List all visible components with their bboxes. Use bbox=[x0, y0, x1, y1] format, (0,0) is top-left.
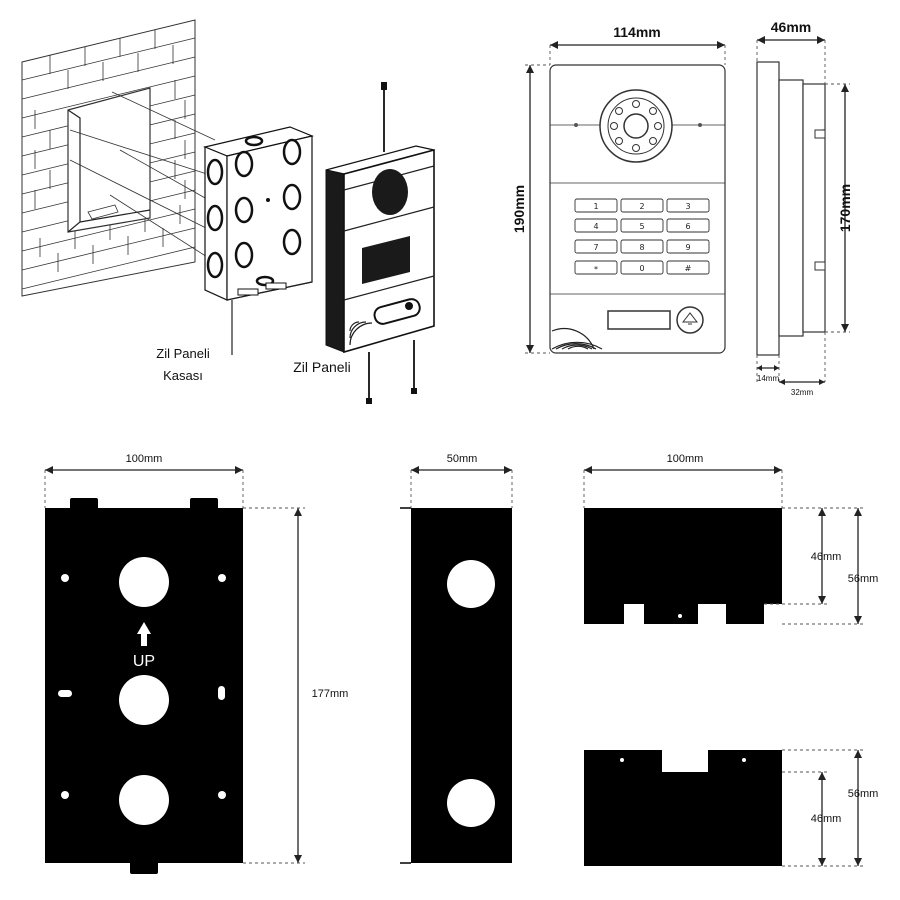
dim-side-depth: 46mm bbox=[771, 19, 811, 35]
dim-back-width: 100mm bbox=[126, 453, 163, 465]
key-0: 0 bbox=[639, 264, 644, 273]
dim-side-32: 32mm bbox=[791, 388, 814, 397]
bell-icon bbox=[681, 312, 699, 325]
front-view: 1 2 3 4 5 6 7 8 9 * 0 # bbox=[549, 64, 726, 354]
top-plate bbox=[584, 508, 782, 624]
dim-side-height: 170mm bbox=[837, 184, 853, 232]
top-plate-dimensions bbox=[583, 466, 865, 625]
key-9: 9 bbox=[685, 243, 690, 252]
bottom-plate bbox=[584, 750, 782, 866]
key-7: 7 bbox=[593, 243, 598, 252]
side-plate bbox=[400, 507, 512, 864]
dim-front-height: 190mm bbox=[511, 185, 527, 233]
brick-wall-illustration bbox=[21, 19, 231, 297]
back-box-illustration bbox=[203, 126, 314, 355]
side-dimension-lines bbox=[756, 36, 850, 385]
back-plate-dimensions bbox=[44, 466, 305, 864]
key-star: * bbox=[594, 265, 598, 274]
box-label-line2: Kasası bbox=[163, 368, 203, 383]
side-plate-dimensions bbox=[410, 466, 513, 508]
key-6: 6 bbox=[685, 222, 690, 231]
dim-top-plate-width: 100mm bbox=[667, 453, 704, 465]
dim-front-width: 114mm bbox=[613, 24, 660, 40]
key-4: 4 bbox=[593, 222, 598, 231]
dim-top-plate-56: 56mm bbox=[848, 573, 879, 585]
key-5: 5 bbox=[639, 222, 644, 231]
door-panel-illustration bbox=[325, 82, 435, 404]
keypad: 1 2 3 4 5 6 7 8 9 * 0 # bbox=[574, 198, 710, 275]
dim-bottom-plate-56: 56mm bbox=[848, 788, 879, 800]
up-label: UP bbox=[133, 653, 155, 670]
bottom-plate-dimensions bbox=[782, 749, 865, 867]
dim-top-plate-46: 46mm bbox=[811, 551, 842, 563]
dim-side-14: 14mm bbox=[757, 374, 780, 383]
key-1: 1 bbox=[593, 202, 598, 211]
dim-side-plate-width: 50mm bbox=[447, 453, 478, 465]
up-arrow-icon bbox=[137, 622, 151, 646]
dim-bottom-plate-46: 46mm bbox=[811, 813, 842, 825]
dim-back-height: 177mm bbox=[312, 688, 349, 700]
panel-label: Zil Paneli bbox=[293, 359, 351, 375]
key-8: 8 bbox=[639, 243, 644, 252]
nfc-icon bbox=[551, 328, 603, 350]
front-dimension-lines bbox=[525, 41, 726, 354]
back-plate: UP bbox=[45, 498, 243, 874]
key-2: 2 bbox=[639, 202, 644, 211]
key-hash: # bbox=[685, 264, 692, 273]
box-label-line1: Zil Paneli bbox=[156, 346, 210, 361]
key-3: 3 bbox=[685, 202, 690, 211]
side-view bbox=[756, 61, 826, 382]
